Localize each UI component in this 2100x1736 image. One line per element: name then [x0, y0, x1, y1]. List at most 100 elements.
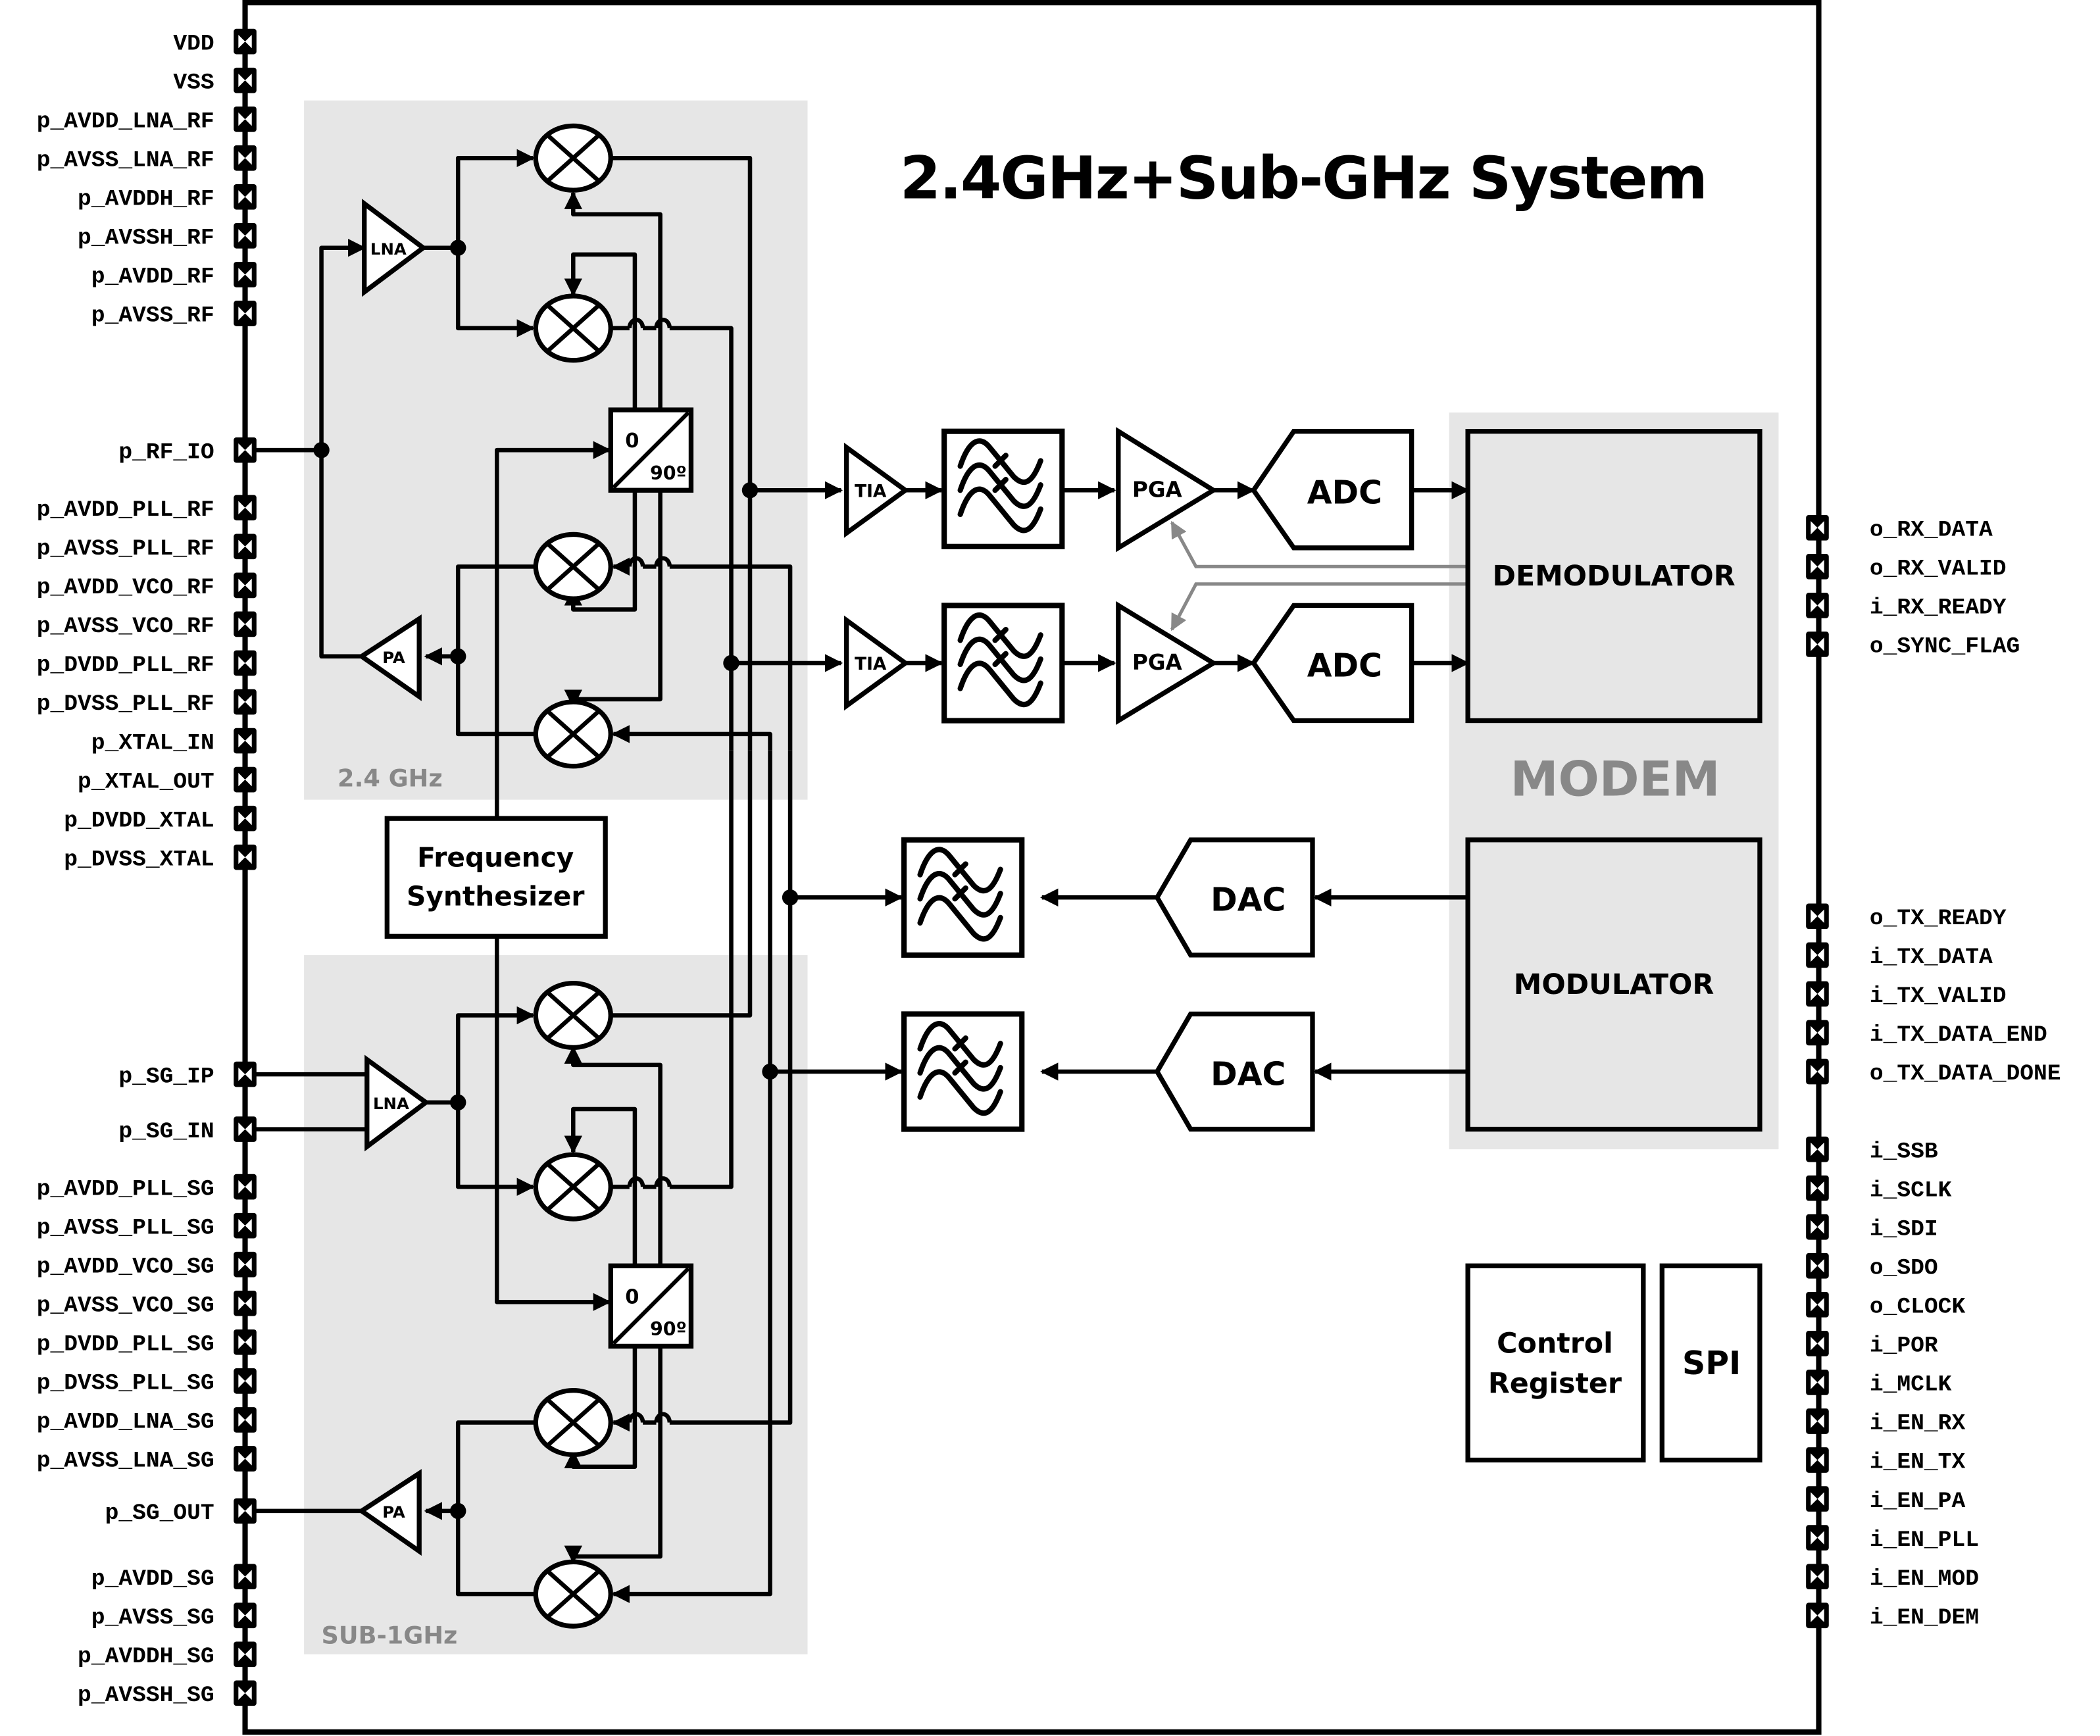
- pin-p-avss-rf: p_AVSS_RF: [91, 301, 257, 329]
- svg-text:DEMODULATOR: DEMODULATOR: [1492, 560, 1735, 593]
- pin-p-avdd-vco-rf: p_AVDD_VCO_RF: [37, 572, 257, 601]
- region-label-sub-1ghz: SUB-1GHz: [322, 1621, 458, 1649]
- pad-x-icon: [1806, 1252, 1829, 1279]
- pin-label: p_AVSS_VCO_RF: [37, 614, 214, 639]
- left-pin-column: VDDVSSp_AVDD_LNA_RFp_AVSS_LNA_RFp_AVDDH_…: [37, 28, 257, 1708]
- pin-label: p_AVSS_SG: [91, 1605, 214, 1631]
- pin-label: p_XTAL_OUT: [78, 769, 214, 795]
- pin-p-avdd-pll-rf: p_AVDD_PLL_RF: [37, 495, 257, 523]
- pin-label: i_EN_DEM: [1870, 1605, 1979, 1631]
- pin-label: p_AVDDH_RF: [78, 187, 214, 212]
- tia-q: TIA: [843, 615, 910, 711]
- pin-i-en-pll: i_EN_PLL: [1806, 1525, 1979, 1553]
- pin-label: p_AVDD_PLL_RF: [37, 497, 214, 523]
- pin-label: p_AVDD_SG: [91, 1566, 214, 1592]
- pin-p-avss-lna-rf: p_AVSS_LNA_RF: [37, 145, 257, 173]
- dac-q: DAC: [1154, 1011, 1315, 1132]
- pad-x-icon: [234, 106, 257, 132]
- pin-o-sync-flag: o_SYNC_FLAG: [1806, 632, 2020, 660]
- pad-x-icon: [1806, 942, 1829, 968]
- svg-text:Control: Control: [1497, 1327, 1613, 1360]
- pad-x-icon: [234, 1641, 257, 1668]
- pin-label: o_RX_VALID: [1870, 557, 2007, 582]
- pad-x-icon: [234, 533, 257, 560]
- control-register: Control Register: [1465, 1263, 1646, 1463]
- pad-x-icon: [234, 572, 257, 599]
- svg-text:TIA: TIA: [855, 481, 887, 501]
- pad-x-icon: [1806, 981, 1829, 1007]
- mixer-icon: [536, 1562, 611, 1626]
- demodulator: DEMODULATOR: [1465, 429, 1763, 724]
- pin-i-rx-ready: i_RX_READY: [1806, 593, 2007, 621]
- pin-i-tx-valid: i_TX_VALID: [1806, 981, 2007, 1009]
- pad-x-icon: [1806, 1525, 1829, 1550]
- pad-x-icon: [234, 650, 257, 676]
- pin-label: i_TX_VALID: [1870, 983, 2007, 1009]
- pad-x-icon: [234, 728, 257, 754]
- pin-label: o_TX_DATA_DONE: [1870, 1061, 2061, 1087]
- pad-x-icon: [234, 301, 257, 326]
- pin-p-avdd-lna-sg: p_AVDD_LNA_SG: [37, 1407, 257, 1435]
- pin-p-avddh-rf: p_AVDDH_RF: [78, 184, 257, 212]
- pin-p-sg-out: p_SG_OUT: [105, 1498, 257, 1526]
- pad-x-icon: [234, 805, 257, 831]
- pin-p-xtal-in: p_XTAL_IN: [91, 728, 257, 756]
- pad-x-icon: [234, 1602, 257, 1629]
- pin-label: i_SDI: [1870, 1216, 1938, 1242]
- pin-label: p_AVDD_LNA_SG: [37, 1410, 214, 1435]
- pin-label: o_TX_READY: [1870, 906, 2007, 931]
- tia-i: TIA: [843, 442, 910, 538]
- pin-i-tx-data: i_TX_DATA: [1806, 942, 1993, 970]
- pin-p-avssh-rf: p_AVSSH_RF: [78, 223, 257, 251]
- svg-text:PA: PA: [382, 648, 405, 667]
- rx-chain-wiring: [731, 481, 1470, 672]
- modulator: MODULATOR: [1465, 837, 1763, 1132]
- pad-x-icon: [234, 145, 257, 171]
- pin-p-avdd-vco-sg: p_AVDD_VCO_SG: [37, 1251, 257, 1279]
- svg-text:Frequency: Frequency: [417, 841, 574, 873]
- mixer-icon: [536, 126, 611, 190]
- pa-subg: PA: [357, 1469, 422, 1556]
- pin-p-avss-sg: p_AVSS_SG: [91, 1602, 257, 1631]
- pin-o-tx-ready: o_TX_READY: [1806, 903, 2007, 931]
- mixer-icon: [536, 534, 611, 599]
- pin-label: p_AVDD_VCO_RF: [37, 575, 214, 601]
- pin-p-dvss-pll-sg: p_DVSS_PLL_SG: [37, 1368, 257, 1397]
- svg-text:PA: PA: [382, 1502, 405, 1522]
- pin-o-tx-data-done: o_TX_DATA_DONE: [1806, 1058, 2061, 1087]
- pad-x-icon: [234, 1407, 257, 1433]
- pin-i-en-tx: i_EN_TX: [1806, 1447, 1965, 1476]
- svg-text:SPI: SPI: [1682, 1345, 1741, 1382]
- svg-text:LNA: LNA: [373, 1094, 409, 1113]
- pin-label: i_EN_PA: [1870, 1489, 1966, 1514]
- pin-label: i_SCLK: [1870, 1178, 1952, 1203]
- pin-p-dvss-xtal: p_DVSS_XTAL: [64, 844, 257, 872]
- svg-text:LNA: LNA: [370, 239, 407, 259]
- svg-text:TIA: TIA: [855, 654, 887, 674]
- pin-p-avss-pll-sg: p_AVSS_PLL_SG: [37, 1212, 257, 1241]
- pad-x-icon: [234, 184, 257, 210]
- pin-label: VSS: [173, 70, 214, 95]
- pin-i-en-dem: i_EN_DEM: [1806, 1602, 1979, 1631]
- phase-splitter-subg: 0 90º: [608, 1263, 694, 1349]
- pin-label: i_SSB: [1870, 1139, 1938, 1164]
- pin-p-avssh-sg: p_AVSSH_SG: [78, 1680, 257, 1708]
- frequency-synthesizer: Frequency Synthesizer: [384, 816, 608, 939]
- pin-p-avss-vco-rf: p_AVSS_VCO_RF: [37, 611, 257, 639]
- pga-i: PGA: [1116, 427, 1218, 553]
- pin-label: p_DVDD_PLL_RF: [37, 653, 214, 678]
- pin-label: o_SYNC_FLAG: [1870, 634, 2020, 660]
- pad-x-icon: [1806, 1370, 1829, 1395]
- svg-text:DAC: DAC: [1211, 881, 1286, 919]
- pa-rf24: PA: [357, 614, 422, 701]
- pin-label: p_AVDD_VCO_SG: [37, 1254, 214, 1279]
- svg-text:PGA: PGA: [1132, 650, 1183, 675]
- pin-label: p_AVSS_LNA_SG: [37, 1449, 214, 1474]
- pad-x-icon: [1806, 632, 1829, 657]
- pin-i-ssb: i_SSB: [1806, 1136, 1938, 1164]
- pin-i-mclk: i_MCLK: [1806, 1370, 1952, 1398]
- adc-q: ADC: [1250, 603, 1414, 724]
- pad-x-icon: [1806, 1447, 1829, 1473]
- pin-label: i_POR: [1870, 1333, 1938, 1359]
